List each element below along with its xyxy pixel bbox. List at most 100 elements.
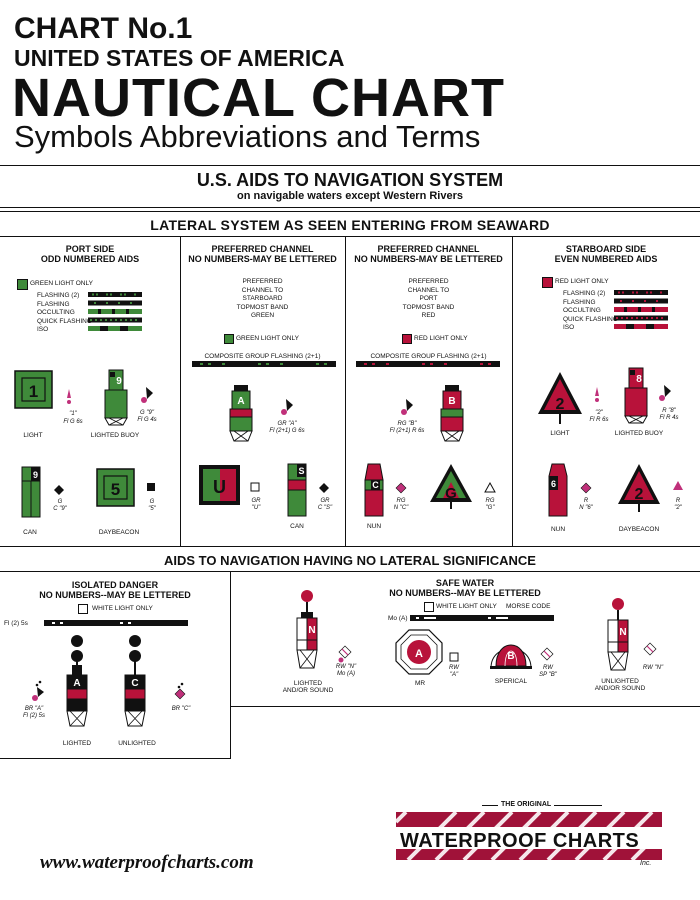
- isolated-title: ISOLATED DANGER: [71, 580, 159, 590]
- rhythm-label: FLASHING: [563, 298, 596, 306]
- white-light-key-label: WHITE LIGHT ONLY: [92, 605, 153, 612]
- char-line: Fl R 6s: [589, 417, 609, 423]
- port-can-number: 9: [33, 470, 38, 480]
- isolated-unlighted-diamond-icon: [174, 682, 186, 700]
- pref2-nun-caption: NUN: [366, 523, 382, 530]
- pref1-buoy-symbol: A: [229, 385, 253, 442]
- port-side-heading: PORT SIDE ODD NUMBERED AIDS: [0, 244, 180, 264]
- port-subtitle: ODD NUMBERED AIDS: [40, 254, 140, 264]
- daybeacon-triangle-icon: [673, 481, 683, 490]
- green-light-key-swatch: [17, 279, 28, 290]
- port-title: PORT SIDE: [65, 244, 115, 254]
- pref2-key-label: RED LIGHT ONLY: [414, 335, 468, 342]
- morse-code-label: MORSE CODE: [506, 603, 551, 610]
- safe-lighted-buoy-symbol: N: [296, 590, 318, 669]
- desc-line: RED: [421, 312, 436, 319]
- column-divider: [345, 236, 346, 546]
- pref1-daybeacon-symbol: U: [199, 465, 240, 505]
- pref1-can-char: GR C "S": [313, 498, 337, 512]
- char-line: RW: [449, 665, 459, 671]
- isolated-lighted-caption: LIGHTED: [62, 740, 92, 747]
- nun-diamond-icon: [395, 482, 407, 494]
- safe-key-label: WHITE LIGHT ONLY: [436, 603, 497, 610]
- spherical-diamond-icon: [540, 647, 554, 661]
- can-diamond-icon: [54, 485, 64, 495]
- char-line: Fl (2+1) R 6s: [389, 428, 425, 434]
- safe-spherical-letter: B: [507, 651, 514, 662]
- pref1-composite-bar: [192, 361, 336, 367]
- char-line: N "6": [579, 505, 593, 511]
- pref1-key-label: GREEN LIGHT ONLY: [236, 335, 299, 342]
- red-light-key-swatch: [542, 277, 553, 288]
- pref1-buoy-letter: A: [237, 396, 244, 407]
- pref2-key-swatch: [402, 334, 412, 344]
- char-line: Mo (A): [337, 671, 355, 677]
- char-line: "G": [485, 505, 495, 511]
- buoy-light-flare-icon: [141, 387, 153, 403]
- char-line: RW: [543, 665, 553, 671]
- port-light-caption: LIGHT: [23, 432, 43, 439]
- isolated-subtitle: NO NUMBERS--MAY BE LETTERED: [39, 590, 191, 600]
- starboard-daybeacon-symbol: 2: [618, 464, 660, 512]
- starboard-light-symbol: 2: [538, 372, 582, 424]
- char-line: "2": [674, 505, 682, 511]
- starboard-heading: STARBOARD SIDE EVEN NUMBERED AIDS: [512, 244, 700, 264]
- port-buoy-char: G "9" Fl G 4s: [132, 410, 162, 424]
- char-line: Fl (2) 5s: [22, 713, 45, 719]
- port-can-symbol: 9: [21, 466, 41, 518]
- pref1-buoy-char: GR "A" Fl (2+1) G 6s: [262, 421, 312, 435]
- safe-spherical-symbol: B: [490, 644, 532, 669]
- light-flare-icon: [67, 389, 71, 404]
- main-title: NAUTICAL CHART: [12, 68, 505, 128]
- safe-unlighted-caption: UNLIGHTED AND/OR SOUND: [590, 678, 650, 692]
- waterproof-charts-logo: [396, 812, 664, 862]
- pref1-key-swatch: [224, 334, 234, 344]
- starboard-nun-symbol: 6: [548, 463, 568, 517]
- brand-name: WATERPROOF CHARTS: [400, 830, 640, 852]
- safe-subtitle: NO NUMBERS--MAY BE LETTERED: [389, 588, 541, 598]
- starboard-title: STARBOARD SIDE: [565, 244, 647, 254]
- port-light-characteristic: Fl G 6s: [63, 419, 83, 425]
- isolated-lighted-flare-icon: [32, 680, 44, 701]
- system-title: U.S. AIDS TO NAVIGATION SYSTEM: [196, 170, 504, 190]
- website-url[interactable]: www.waterproofcharts.com: [40, 852, 254, 873]
- starboard-light-number: 2: [556, 396, 565, 413]
- divider: [0, 236, 700, 237]
- pref2-composite-label: COMPOSITE GROUP FLASHING (2+1): [370, 353, 487, 360]
- safe-mr-caption: MR: [414, 680, 426, 687]
- char-line: R: [583, 498, 589, 504]
- rhythm-labels: FLASHING (2) FLASHING OCCULTING QUICK FL…: [37, 292, 92, 335]
- safe-rhythm-bar: [410, 615, 554, 621]
- pref2-composite-bar: [356, 361, 500, 367]
- desc-line: CHANNEL TO: [407, 286, 450, 294]
- isolated-unlighted-buoy-symbol: C: [124, 635, 146, 727]
- country-title: UNITED STATES OF AMERICA: [14, 45, 345, 71]
- rhythm-label: FLASHING (2): [563, 290, 606, 297]
- port-light-q: "1": [69, 411, 77, 417]
- port-daybeacon-caption: DAYBEACON: [98, 529, 140, 536]
- caption-line: LIGHTED: [293, 680, 323, 687]
- port-light-symbol: 1: [14, 370, 53, 409]
- starboard-day-char: R "2": [666, 498, 690, 512]
- pref1-can-symbol: S: [287, 463, 307, 517]
- subtitle: Symbols Abbreviations and Terms: [14, 119, 481, 154]
- pref2-subtitle: NO NUMBERS-MAY BE LETTERED: [354, 254, 503, 264]
- brand-small-text: THE ORIGINAL: [498, 801, 555, 809]
- isolated-lighted-buoy-symbol: A: [66, 635, 88, 727]
- char-line: G: [149, 499, 155, 505]
- char-line: C "9": [53, 506, 67, 512]
- starboard-buoy-char: R "8" Fl R 4s: [652, 408, 686, 422]
- port-can-char: G C "9": [48, 499, 72, 513]
- char-line: Fl R 4s: [659, 415, 679, 421]
- starboard-daybeacon-caption: DAYBEACON: [618, 526, 660, 533]
- isolated-rhythm-label: Fl (2) 5s: [4, 620, 28, 627]
- pref1-title: PREFERRED CHANNEL: [211, 244, 314, 254]
- white-light-key-swatch: [424, 602, 434, 612]
- buoy-light-flare-icon: [281, 399, 293, 415]
- safe-lighted-flare-icon: [338, 645, 352, 663]
- rhythm-label: QUICK FLASHING: [37, 317, 92, 325]
- safe-spherical-caption: SPERICAL: [494, 678, 528, 685]
- caption-line: AND/OR SOUND: [594, 685, 646, 692]
- safe-mr-char: RW "A": [442, 665, 466, 679]
- daybeacon-square-outline-icon: [250, 482, 260, 492]
